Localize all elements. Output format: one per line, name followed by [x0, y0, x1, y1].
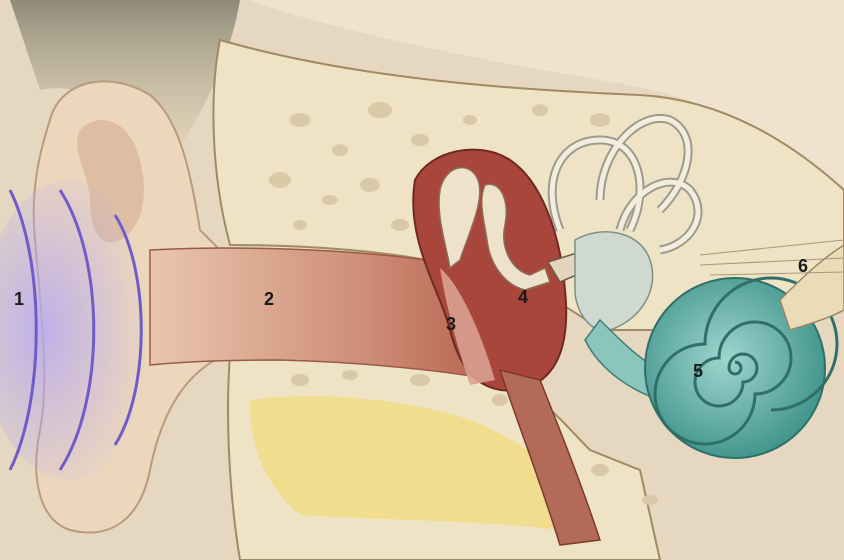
label-5: 5 [693, 361, 703, 381]
label-6: 6 [798, 256, 808, 276]
label-1: 1 [14, 289, 24, 309]
label-4: 4 [518, 287, 528, 307]
label-3: 3 [446, 314, 456, 334]
label-2: 2 [264, 289, 274, 309]
